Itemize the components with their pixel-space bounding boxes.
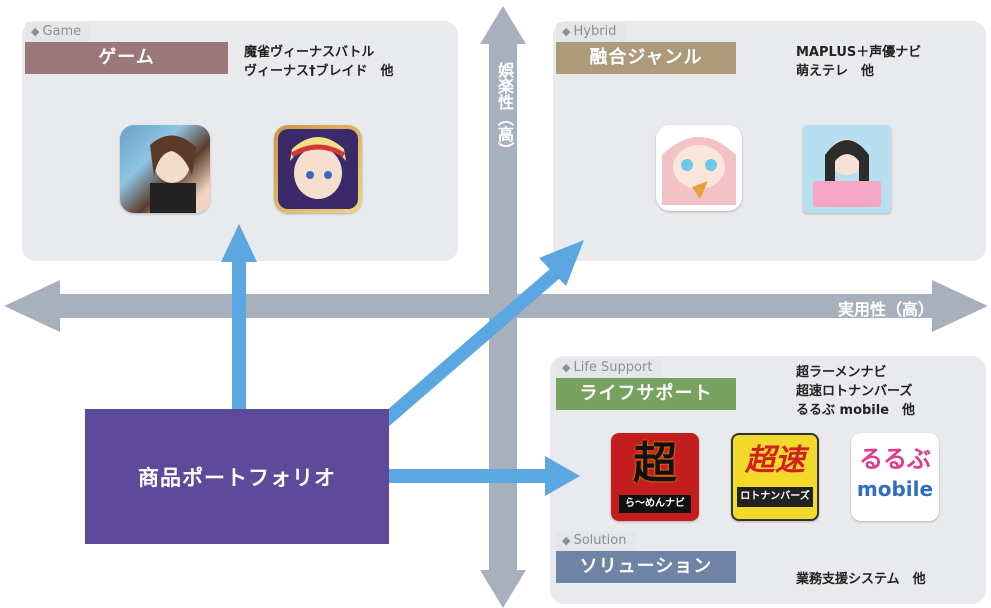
rurubu-bottom-label: mobile: [856, 477, 934, 501]
horizontal-axis-arrow: [4, 280, 988, 332]
game-en-tag: ◆Game: [25, 22, 92, 42]
rurubu-top-label: るるぶ: [859, 445, 931, 473]
arrow-to-hybrid-head: [539, 240, 584, 286]
moe-tele-app-icon: [803, 125, 891, 213]
life-support-item: 超ラーメンナビ: [796, 365, 887, 380]
venus-blade-app-icon: [274, 125, 362, 213]
life-support-en-label: Life Support: [573, 360, 653, 375]
solution-item: 業務支援システム 他: [796, 572, 926, 587]
game-items: 魔雀ヴィーナスバトル ヴィーナス†ブレイド 他: [244, 43, 394, 81]
life-support-items: 超ラーメンナビ 超速ロトナンバーズ るるぶ mobile 他: [796, 363, 915, 420]
anime-character-icon: [278, 129, 358, 209]
solution-items: 業務支援システム 他: [796, 570, 926, 589]
game-item: 魔雀ヴィーナスバトル: [244, 45, 375, 60]
diamond-icon: ◆: [562, 534, 571, 547]
ramen-navi-sublabel: ら～めんナビ: [619, 495, 691, 513]
vertical-axis-label: 娯楽性（高）: [495, 62, 514, 158]
rurubu-mobile-app-icon: るるぶ mobile: [851, 433, 939, 521]
product-portfolio-box: 商品ポートフォリオ: [85, 409, 389, 544]
loto-numbers-sublabel: ロトナンバーズ: [737, 487, 813, 507]
loto-numbers-glyph: 超速: [745, 443, 805, 478]
arrow-to-game-head: [221, 224, 257, 262]
hybrid-items: MAPLUS＋声優ナビ 萌えテレ 他: [796, 43, 921, 81]
life-support-item: 超速ロトナンバーズ: [796, 384, 913, 399]
diamond-icon: ◆: [31, 25, 40, 38]
solution-jp-label: ソリューション: [556, 551, 736, 583]
hybrid-item: MAPLUS＋声優ナビ: [796, 45, 922, 60]
anime-character-icon: [662, 137, 736, 205]
maplus-seiyu-navi-app-icon: [656, 125, 742, 211]
horizontal-axis-label: 実用性（高）: [838, 300, 935, 319]
ramen-navi-glyph: 超: [633, 438, 677, 489]
diamond-icon: ◆: [562, 25, 571, 38]
ramen-navi-app-icon: 超 ら～めんナビ: [611, 433, 699, 521]
hybrid-en-tag: ◆Hybrid: [556, 22, 627, 42]
arrow-to-life-shaft: [389, 469, 547, 483]
arrow-to-game-shaft: [232, 258, 246, 410]
anime-character-icon: [813, 139, 881, 207]
arrow-to-hybrid-shaft: [378, 268, 560, 428]
anime-character-icon: [150, 135, 196, 213]
hybrid-item: 萌えテレ 他: [796, 64, 875, 79]
hybrid-jp-label: 融合ジャンル: [556, 42, 736, 74]
solution-en-tag: ◆Solution: [556, 531, 637, 551]
game-item: ヴィーナス†ブレイド 他: [244, 64, 394, 79]
game-jp-label: ゲーム: [25, 42, 228, 74]
life-support-en-tag: ◆Life Support: [556, 358, 663, 378]
life-support-jp-label: ライフサポート: [556, 378, 736, 410]
hybrid-en-label: Hybrid: [573, 24, 617, 39]
diamond-icon: ◆: [562, 361, 571, 374]
game-en-label: Game: [42, 24, 82, 39]
mahjong-venus-app-icon: [120, 125, 210, 213]
arrow-to-life-head: [545, 456, 580, 496]
life-support-item: るるぶ mobile 他: [796, 403, 916, 418]
loto-numbers-app-icon: 超速 ロトナンバーズ: [731, 433, 819, 521]
solution-en-label: Solution: [573, 533, 627, 548]
